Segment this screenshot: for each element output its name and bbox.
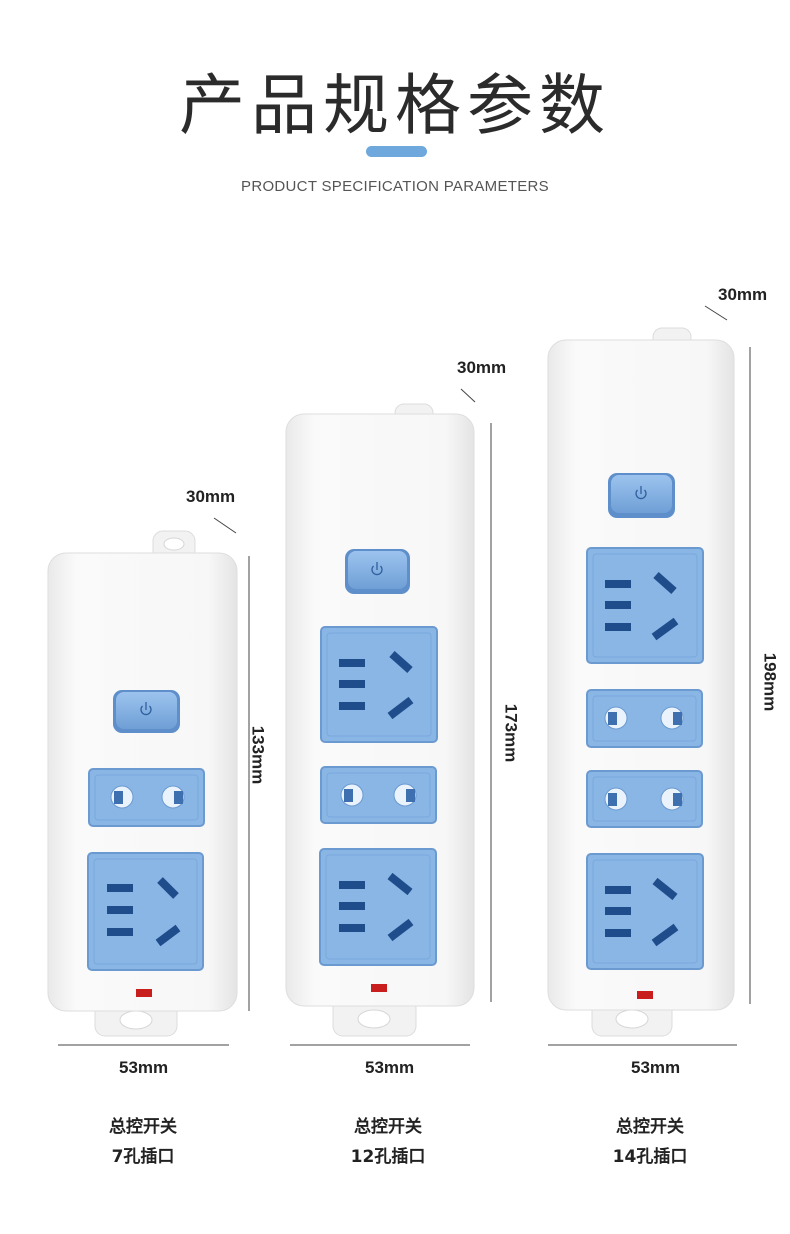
caption-14-hole-line2: 14孔插口	[612, 1147, 688, 1167]
two-pin-socket	[88, 768, 205, 827]
page-subtitle: PRODUCT SPECIFICATION PARAMETERS	[241, 178, 549, 195]
power-strip-12-hole	[285, 403, 475, 1037]
caption-7-hole-line2: 7孔插口	[111, 1147, 175, 1167]
caption-12-hole-line1: 总控开关	[354, 1117, 422, 1137]
indicator-light	[136, 989, 152, 997]
five-hole-socket	[87, 852, 204, 971]
five-hole-socket	[319, 848, 437, 966]
two-pin-socket	[320, 766, 437, 824]
power-icon	[635, 486, 647, 500]
caption-12-hole-line2: 12孔插口	[350, 1147, 426, 1167]
width-label-7-hole: 53mm	[119, 1058, 169, 1077]
width-label-14-hole: 53mm	[631, 1058, 681, 1077]
dimension-lines	[58, 305, 751, 1046]
five-hole-socket	[586, 853, 704, 970]
indicator-light	[371, 984, 387, 992]
caption-7-hole-line1: 总控开关	[109, 1117, 177, 1137]
depth-label-12-hole: 30mm	[457, 358, 507, 377]
two-pin-socket	[586, 770, 703, 828]
power-icon	[371, 562, 383, 576]
title-accent-bar	[366, 146, 427, 157]
power-strip-7-hole	[47, 530, 238, 1037]
indicator-light	[637, 991, 653, 999]
width-label-12-hole: 53mm	[365, 1058, 415, 1077]
height-label-14-hole: 198mm	[760, 652, 780, 712]
caption-14-hole-line1: 总控开关	[616, 1117, 684, 1137]
five-hole-socket	[320, 626, 438, 743]
height-label-12-hole: 173mm	[501, 703, 521, 763]
height-label-7-hole: 133mm	[248, 725, 268, 785]
power-icon	[140, 702, 152, 716]
depth-label-14-hole: 30mm	[718, 285, 768, 304]
two-pin-socket	[586, 689, 703, 748]
depth-label-7-hole: 30mm	[186, 487, 236, 506]
five-hole-socket	[586, 547, 704, 664]
power-strip-14-hole	[547, 327, 735, 1037]
page-title: 产品规格参数	[179, 67, 611, 144]
